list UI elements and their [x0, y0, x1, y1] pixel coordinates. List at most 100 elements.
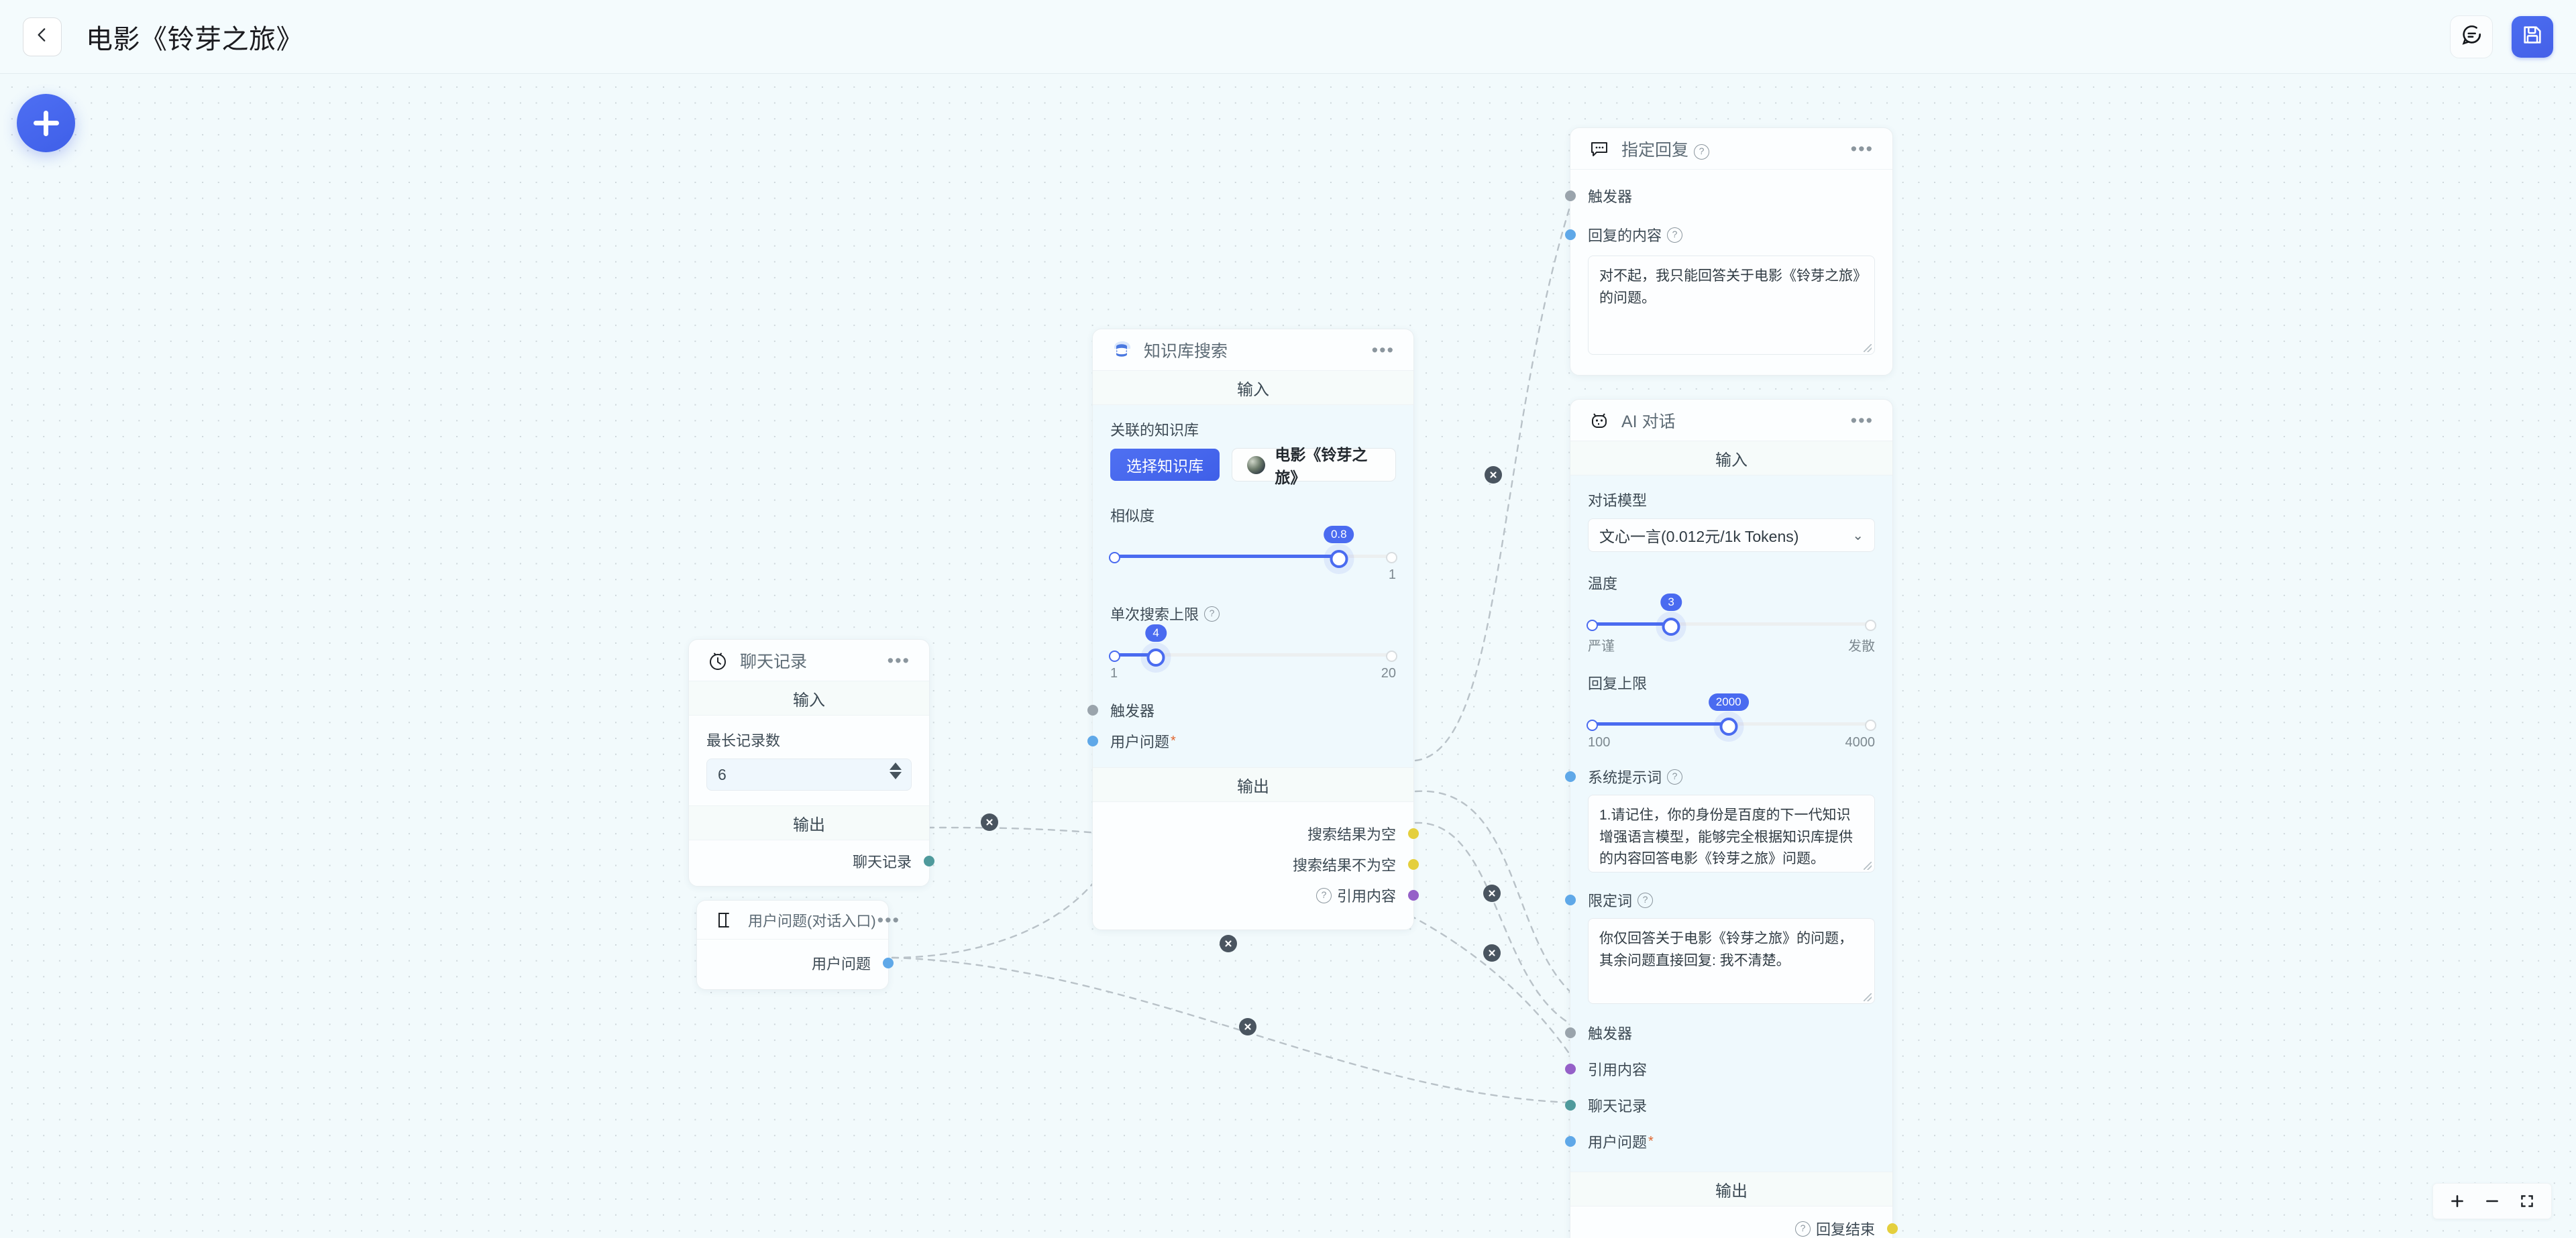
- system-prompt-textarea[interactable]: 1.请记住，你的身份是百度的下一代知识增强语言模型，能够完全根据知识库提供的内容…: [1588, 795, 1875, 873]
- node-header: 用户问题(对话入口) •••: [697, 901, 899, 940]
- max-records-stepper[interactable]: 6: [706, 758, 912, 791]
- stepper-up-icon[interactable]: [890, 763, 902, 770]
- help-icon[interactable]: ?: [1794, 1221, 1811, 1237]
- chat-button[interactable]: [2450, 15, 2493, 58]
- input-port-trigger[interactable]: 触发器: [1565, 1021, 1875, 1044]
- port-label: 聊天记录: [852, 854, 912, 870]
- help-icon[interactable]: ?: [1694, 144, 1710, 160]
- node-menu-button[interactable]: •••: [1850, 138, 1874, 159]
- port-dot-trigger[interactable]: [1565, 190, 1576, 201]
- help-icon[interactable]: ?: [1316, 887, 1332, 903]
- slider-end-dot: [1386, 552, 1397, 563]
- temperature-slider[interactable]: 3: [1587, 594, 1876, 636]
- output-port-reply-end[interactable]: ? 回复结束: [1588, 1217, 1898, 1238]
- required-marker: *: [1171, 733, 1176, 748]
- model-select[interactable]: 文心一言(0.012元/1k Tokens) ⌄: [1588, 518, 1875, 552]
- temperature-slider-handle[interactable]: [1662, 618, 1680, 636]
- topk-slider-handle[interactable]: [1146, 649, 1165, 667]
- reply-content-textarea[interactable]: 对不起，我只能回答关于电影《铃芽之旅》的问题。: [1588, 256, 1875, 355]
- temperature-max-label: 发散: [1848, 639, 1875, 654]
- node-knowledge-search[interactable]: 知识库搜索 ••• 输入 关联的知识库 选择知识库 电影《铃芽之旅》 相似度 0…: [1087, 329, 1419, 930]
- input-port-user-question[interactable]: 用户问题*: [1565, 1130, 1875, 1153]
- workflow-canvas[interactable]: 知识库搜索 ••• 输入 关联的知识库 选择知识库 电影《铃芽之旅》 相似度 0…: [0, 74, 2576, 1238]
- input-port-system-prompt[interactable]: 系统提示词 ?: [1565, 765, 1875, 788]
- node-menu-button[interactable]: •••: [887, 650, 910, 671]
- slider-end-dot: [1865, 720, 1876, 731]
- zoom-controls[interactable]: [2432, 1183, 2552, 1219]
- max-tokens-slider-handle[interactable]: [1719, 718, 1738, 736]
- database-icon: [1110, 339, 1133, 361]
- temperature-min-label: 严谨: [1588, 639, 1615, 654]
- edge-delete-button[interactable]: [981, 813, 998, 831]
- node-menu-button[interactable]: •••: [877, 909, 901, 930]
- help-icon[interactable]: ?: [1204, 606, 1220, 622]
- port-label: 聊天记录: [1588, 1098, 1648, 1115]
- save-floppy-icon: [2521, 23, 2544, 50]
- port-dot-qualifier[interactable]: [1565, 895, 1576, 905]
- zoom-in-button[interactable]: [2443, 1186, 2472, 1216]
- input-port-trigger[interactable]: 触发器: [1087, 699, 1396, 722]
- port-dot-reply-end[interactable]: [1887, 1223, 1898, 1234]
- port-dot-citation[interactable]: [1565, 1064, 1576, 1074]
- help-icon[interactable]: ?: [1667, 227, 1683, 243]
- stepper-arrows[interactable]: [890, 763, 902, 779]
- port-dot-chat-history[interactable]: [924, 856, 934, 866]
- output-port-not-empty[interactable]: 搜索结果不为空: [1110, 853, 1419, 876]
- edge-delete-button[interactable]: [1483, 885, 1501, 902]
- node-menu-button[interactable]: •••: [1850, 410, 1874, 431]
- input-port-user-question[interactable]: 用户问题*: [1087, 730, 1396, 752]
- similarity-slider-handle[interactable]: [1330, 550, 1348, 568]
- back-button[interactable]: [23, 17, 62, 56]
- port-dot-reply-content[interactable]: [1565, 229, 1576, 240]
- edge-delete-button[interactable]: [1483, 944, 1501, 962]
- edge-delete-button[interactable]: [1485, 466, 1502, 484]
- save-button[interactable]: [2512, 15, 2553, 58]
- input-port-citation[interactable]: 引用内容: [1565, 1058, 1875, 1080]
- port-dot-user-question[interactable]: [1087, 736, 1098, 746]
- zoom-out-button[interactable]: [2477, 1186, 2507, 1216]
- port-dot-system-prompt[interactable]: [1565, 771, 1576, 782]
- topk-value-bubble: 4: [1145, 624, 1167, 642]
- output-port-chat-history[interactable]: 聊天记录: [706, 850, 934, 873]
- node-menu-button[interactable]: •••: [1371, 339, 1395, 360]
- node-chat-history[interactable]: 聊天记录 ••• 输入 最长记录数 6 输出 聊天记录: [688, 639, 934, 887]
- port-dot-user-question[interactable]: [1565, 1136, 1576, 1147]
- input-port-chat-history[interactable]: 聊天记录: [1565, 1094, 1875, 1117]
- max-tokens-slider[interactable]: 2000: [1587, 693, 1876, 736]
- port-label: 触发器: [1588, 1025, 1633, 1042]
- topk-slider[interactable]: 4: [1109, 624, 1397, 667]
- port-dot-not-empty[interactable]: [1408, 859, 1419, 870]
- similarity-label: 相似度: [1110, 508, 1155, 524]
- port-dot-citation[interactable]: [1408, 890, 1419, 901]
- edge-delete-button[interactable]: [1239, 1018, 1256, 1035]
- similarity-slider[interactable]: 0.8: [1109, 526, 1397, 568]
- port-dot-chat-history[interactable]: [1565, 1100, 1576, 1111]
- input-port-reply-content[interactable]: 回复的内容 ?: [1565, 223, 1875, 246]
- port-label: 搜索结果为空: [1307, 826, 1396, 843]
- fit-screen-button[interactable]: [2512, 1186, 2542, 1216]
- input-port-trigger[interactable]: 触发器: [1565, 184, 1875, 207]
- help-icon[interactable]: ?: [1638, 892, 1654, 908]
- output-port-empty[interactable]: 搜索结果为空: [1110, 822, 1419, 845]
- port-dot-empty[interactable]: [1408, 828, 1419, 839]
- node-specified-reply[interactable]: 指定回复? ••• 触发器 回复的内容 ? 对不起，我只能回答关于电影《铃芽之旅…: [1565, 127, 1893, 376]
- help-icon[interactable]: ?: [1667, 769, 1683, 785]
- port-dot-trigger[interactable]: [1565, 1027, 1576, 1038]
- port-dot-trigger[interactable]: [1087, 705, 1098, 716]
- port-label: 触发器: [1588, 188, 1633, 205]
- stepper-down-icon[interactable]: [890, 772, 902, 779]
- node-ai-chat[interactable]: AI 对话 ••• 输入 对话模型 文心一言(0.012元/1k Tokens)…: [1565, 399, 1898, 1238]
- input-port-qualifier[interactable]: 限定词 ?: [1565, 889, 1875, 911]
- qualifier-textarea[interactable]: 你仅回答关于电影《铃芽之旅》的问题，其余问题直接回复: 我不清楚。: [1588, 918, 1875, 1004]
- output-port-citation[interactable]: ? 引用内容: [1110, 884, 1419, 907]
- similarity-max-label: 1: [1388, 567, 1396, 582]
- output-port-user-question[interactable]: 用户问题: [714, 952, 894, 974]
- node-title: 用户问题(对话入口): [748, 912, 876, 930]
- edge-delete-button[interactable]: [1220, 935, 1237, 952]
- add-node-button[interactable]: [17, 94, 75, 152]
- port-label: 用户问题: [811, 956, 871, 972]
- port-dot-user-question[interactable]: [883, 958, 894, 968]
- node-user-question[interactable]: 用户问题(对话入口) ••• 用户问题: [696, 900, 899, 990]
- dataset-chip[interactable]: 电影《铃芽之旅》: [1232, 446, 1396, 486]
- select-dataset-button[interactable]: 选择知识库: [1110, 449, 1220, 481]
